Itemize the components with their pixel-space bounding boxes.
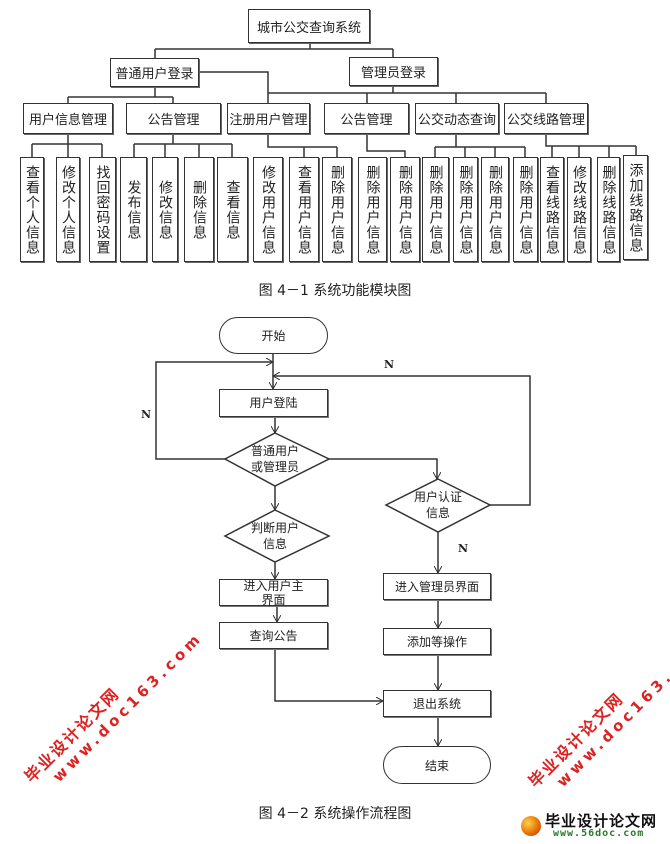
leaf-label: 修改线路信息: [571, 164, 587, 255]
decision-admin-shape: [384, 478, 492, 533]
level2-label: 用户信息管理: [28, 113, 107, 128]
leaf-box: 查看个人信息: [20, 157, 44, 262]
level2-label: 公告管理: [147, 113, 200, 128]
level2-box: 公交线路管理: [504, 103, 588, 134]
leaf-box: 删除用户信息: [422, 157, 449, 262]
level2-box: 注册用户管理: [227, 103, 310, 134]
start-label: 开始: [261, 329, 286, 343]
leaf-label: 修改信息: [157, 179, 173, 240]
add-ops-label: 添加等操作: [406, 634, 467, 649]
leaf-label: 删除用户信息: [397, 164, 413, 255]
leaf-label: 删除用户信息: [329, 164, 345, 255]
leaf-label: 删除信息: [191, 179, 207, 240]
decision-role: 普通用户或管理员: [235, 443, 315, 475]
leaf-box: 删除用户信息: [390, 157, 420, 262]
leaf-label: 删除用户信息: [427, 164, 444, 255]
label-n-top: N: [384, 358, 395, 371]
leaf-box: 删除信息: [184, 157, 214, 262]
leaf-label: 查看信息: [224, 179, 241, 240]
end-label: 结束: [424, 758, 449, 773]
decision-admin-line: 信息: [425, 506, 450, 520]
root-box: 城市公交查询系统: [248, 9, 370, 43]
leaf-box: 删除用户信息: [322, 157, 352, 262]
query-notice-box: 查询公告: [219, 622, 328, 649]
figure-caption-1: 图 4－1 系统功能模块图: [258, 283, 412, 299]
login-label: 用户登陆: [249, 396, 298, 410]
leaf-box: 修改线路信息: [567, 157, 591, 262]
decision-user-line: 信息: [262, 537, 287, 551]
leaf-label: 添加线路信息: [627, 162, 644, 253]
leaf-label: 查看用户信息: [296, 164, 312, 255]
level1-label: 普通用户登录: [115, 67, 194, 82]
leaf-label: 删除用户信息: [364, 164, 381, 255]
leaf-label: 修改个人信息: [60, 164, 76, 255]
level2-label: 注册用户管理: [229, 113, 308, 128]
decision-role-line: 普通用户: [250, 444, 299, 458]
decision-user-shape: [223, 509, 331, 563]
label-n-bottom: N: [458, 542, 469, 555]
leaf-box: 删除用户信息: [453, 157, 478, 262]
leaf-label: 删除用户信息: [487, 164, 503, 255]
leaf-box: 添加线路信息: [623, 155, 648, 260]
leaf-label: 修改用户信息: [260, 164, 276, 255]
leaf-box: 删除用户信息: [481, 157, 509, 262]
level2-box: 用户信息管理: [23, 103, 113, 134]
user-main-box: 进入用户主界面: [219, 578, 328, 607]
leaf-box: 查看线路信息: [540, 157, 564, 262]
figure-caption-2: 图 4－2 系统操作流程图: [258, 806, 412, 822]
decision-user-line: 判断用户: [250, 521, 299, 535]
leaf-label: 查看个人信息: [24, 164, 40, 255]
level1-box-user-login: 普通用户登录: [110, 58, 199, 87]
level2-label: 公告管理: [340, 113, 393, 128]
decision-admin-line: 用户认证: [413, 490, 462, 504]
add-ops-box: 添加等操作: [383, 628, 491, 655]
leaf-box: 修改用户信息: [253, 157, 283, 262]
level2-box: 公告管理: [126, 103, 221, 134]
leaf-label: 发布信息: [125, 179, 142, 240]
start-terminal: 开始: [219, 317, 328, 354]
leaf-box: 删除用户信息: [358, 157, 387, 262]
leaf-label: 找回密码设置: [94, 164, 111, 255]
end-terminal: 结束: [383, 746, 491, 784]
query-notice-label: 查询公告: [249, 628, 298, 643]
leaf-box: 查看信息: [217, 157, 248, 262]
leaf-box: 查看用户信息: [289, 157, 319, 262]
admin-main-box: 进入管理员界面: [383, 573, 491, 600]
exit-box: 退出系统: [383, 690, 491, 717]
label-n-left: N: [141, 408, 152, 421]
level2-box: 公交动态查询: [415, 103, 499, 134]
decision-role-line: 或管理员: [250, 460, 299, 474]
decision-role-shape: [223, 432, 331, 487]
leaf-label: 查看线路信息: [544, 164, 560, 255]
level2-box: 公告管理: [324, 103, 409, 134]
decision-user: 判断用户信息: [235, 520, 315, 552]
level1-box-admin-login: 管理员登录: [349, 57, 438, 86]
site-logo: 毕业设计论文网 www.56doc.com: [515, 810, 665, 840]
leaf-box: 修改个人信息: [56, 157, 80, 262]
level2-label: 公交动态查询: [417, 113, 496, 128]
leaf-label: 删除线路信息: [600, 164, 617, 255]
exit-label: 退出系统: [412, 696, 461, 711]
leaf-label: 删除用户信息: [457, 164, 474, 255]
logo-url: www.56doc.com: [553, 828, 645, 839]
level1-label: 管理员登录: [360, 66, 426, 81]
leaf-box: 找回密码设置: [89, 157, 116, 262]
logo-ball-icon: [521, 816, 541, 836]
leaf-box: 删除用户信息: [513, 157, 538, 262]
leaf-box: 删除线路信息: [597, 157, 620, 262]
user-main-line: 界面: [261, 592, 286, 607]
login-box: 用户登陆: [219, 389, 328, 417]
root-label: 城市公交查询系统: [256, 20, 361, 36]
leaf-label: 删除用户信息: [517, 164, 534, 255]
leaf-box: 修改信息: [152, 157, 178, 262]
decision-admin: 用户认证信息: [398, 489, 478, 521]
user-main-line: 进入用户主: [243, 578, 304, 593]
logo-name: 毕业设计论文网: [545, 812, 658, 830]
leaf-box: 发布信息: [120, 157, 147, 262]
level2-label: 公交线路管理: [506, 113, 585, 128]
admin-main-label: 进入管理员界面: [394, 579, 479, 594]
